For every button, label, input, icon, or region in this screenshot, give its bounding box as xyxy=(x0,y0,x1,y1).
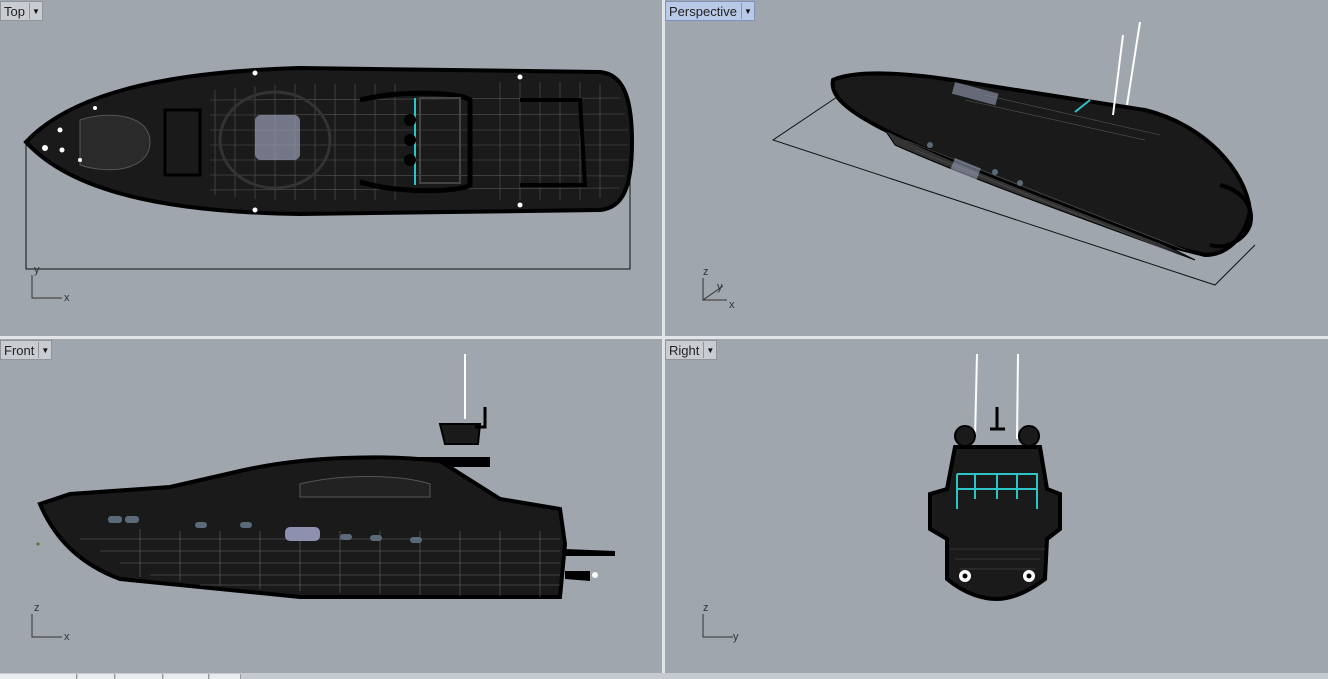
perspective-viewport-label: Perspective xyxy=(669,3,737,19)
top-viewport-title[interactable]: Top ▼ xyxy=(0,1,43,21)
viewport-tab[interactable] xyxy=(210,674,241,679)
top-viewport-label: Top xyxy=(4,3,25,19)
front-viewport-label: Front xyxy=(4,342,35,358)
dropdown-arrow-icon[interactable]: ▼ xyxy=(703,342,716,358)
right-axis-z-label: z xyxy=(703,602,709,614)
perspective-view-yacht-wireframe: z y x xyxy=(702,21,1256,311)
front-viewport-title[interactable]: Front ▼ xyxy=(0,340,53,360)
front-viewport[interactable]: Front ▼ z x xyxy=(0,339,662,673)
top-viewport[interactable]: Top ▼ y x xyxy=(0,0,662,336)
top-view-yacht-wireframe: y x xyxy=(23,65,635,304)
perspective-viewport[interactable]: Perspective ▼ z y x xyxy=(665,0,1328,336)
right-viewport[interactable]: Right ▼ z y xyxy=(665,339,1328,673)
right-view-yacht-wireframe: z y xyxy=(702,353,1062,643)
front-axis-x-label: x xyxy=(64,631,70,643)
top-axis-x-label: x xyxy=(64,292,70,304)
right-viewport-label: Right xyxy=(669,342,700,358)
top-axis-y-label: y xyxy=(34,264,40,276)
viewport-tab[interactable] xyxy=(78,674,115,679)
perspective-axis-z-label: z xyxy=(703,266,709,278)
viewport-splitter-vertical[interactable] xyxy=(662,0,665,673)
viewport-tab[interactable] xyxy=(164,674,209,679)
dropdown-arrow-icon[interactable]: ▼ xyxy=(740,3,754,19)
front-view-yacht-wireframe: z x xyxy=(31,354,615,643)
dropdown-arrow-icon[interactable]: ▼ xyxy=(28,3,42,19)
front-axis-z-label: z xyxy=(34,602,40,614)
right-axis-y-label: y xyxy=(733,631,739,643)
perspective-axis-y-label: y xyxy=(717,281,723,293)
right-viewport-title[interactable]: Right ▼ xyxy=(665,340,718,360)
viewport-tab[interactable] xyxy=(0,674,77,679)
perspective-viewport-title[interactable]: Perspective ▼ xyxy=(665,1,755,21)
viewport-tab[interactable] xyxy=(116,674,163,679)
viewport-tab-bar xyxy=(0,673,1328,679)
perspective-axis-x-label: x xyxy=(729,299,735,311)
dropdown-arrow-icon[interactable]: ▼ xyxy=(38,342,51,358)
